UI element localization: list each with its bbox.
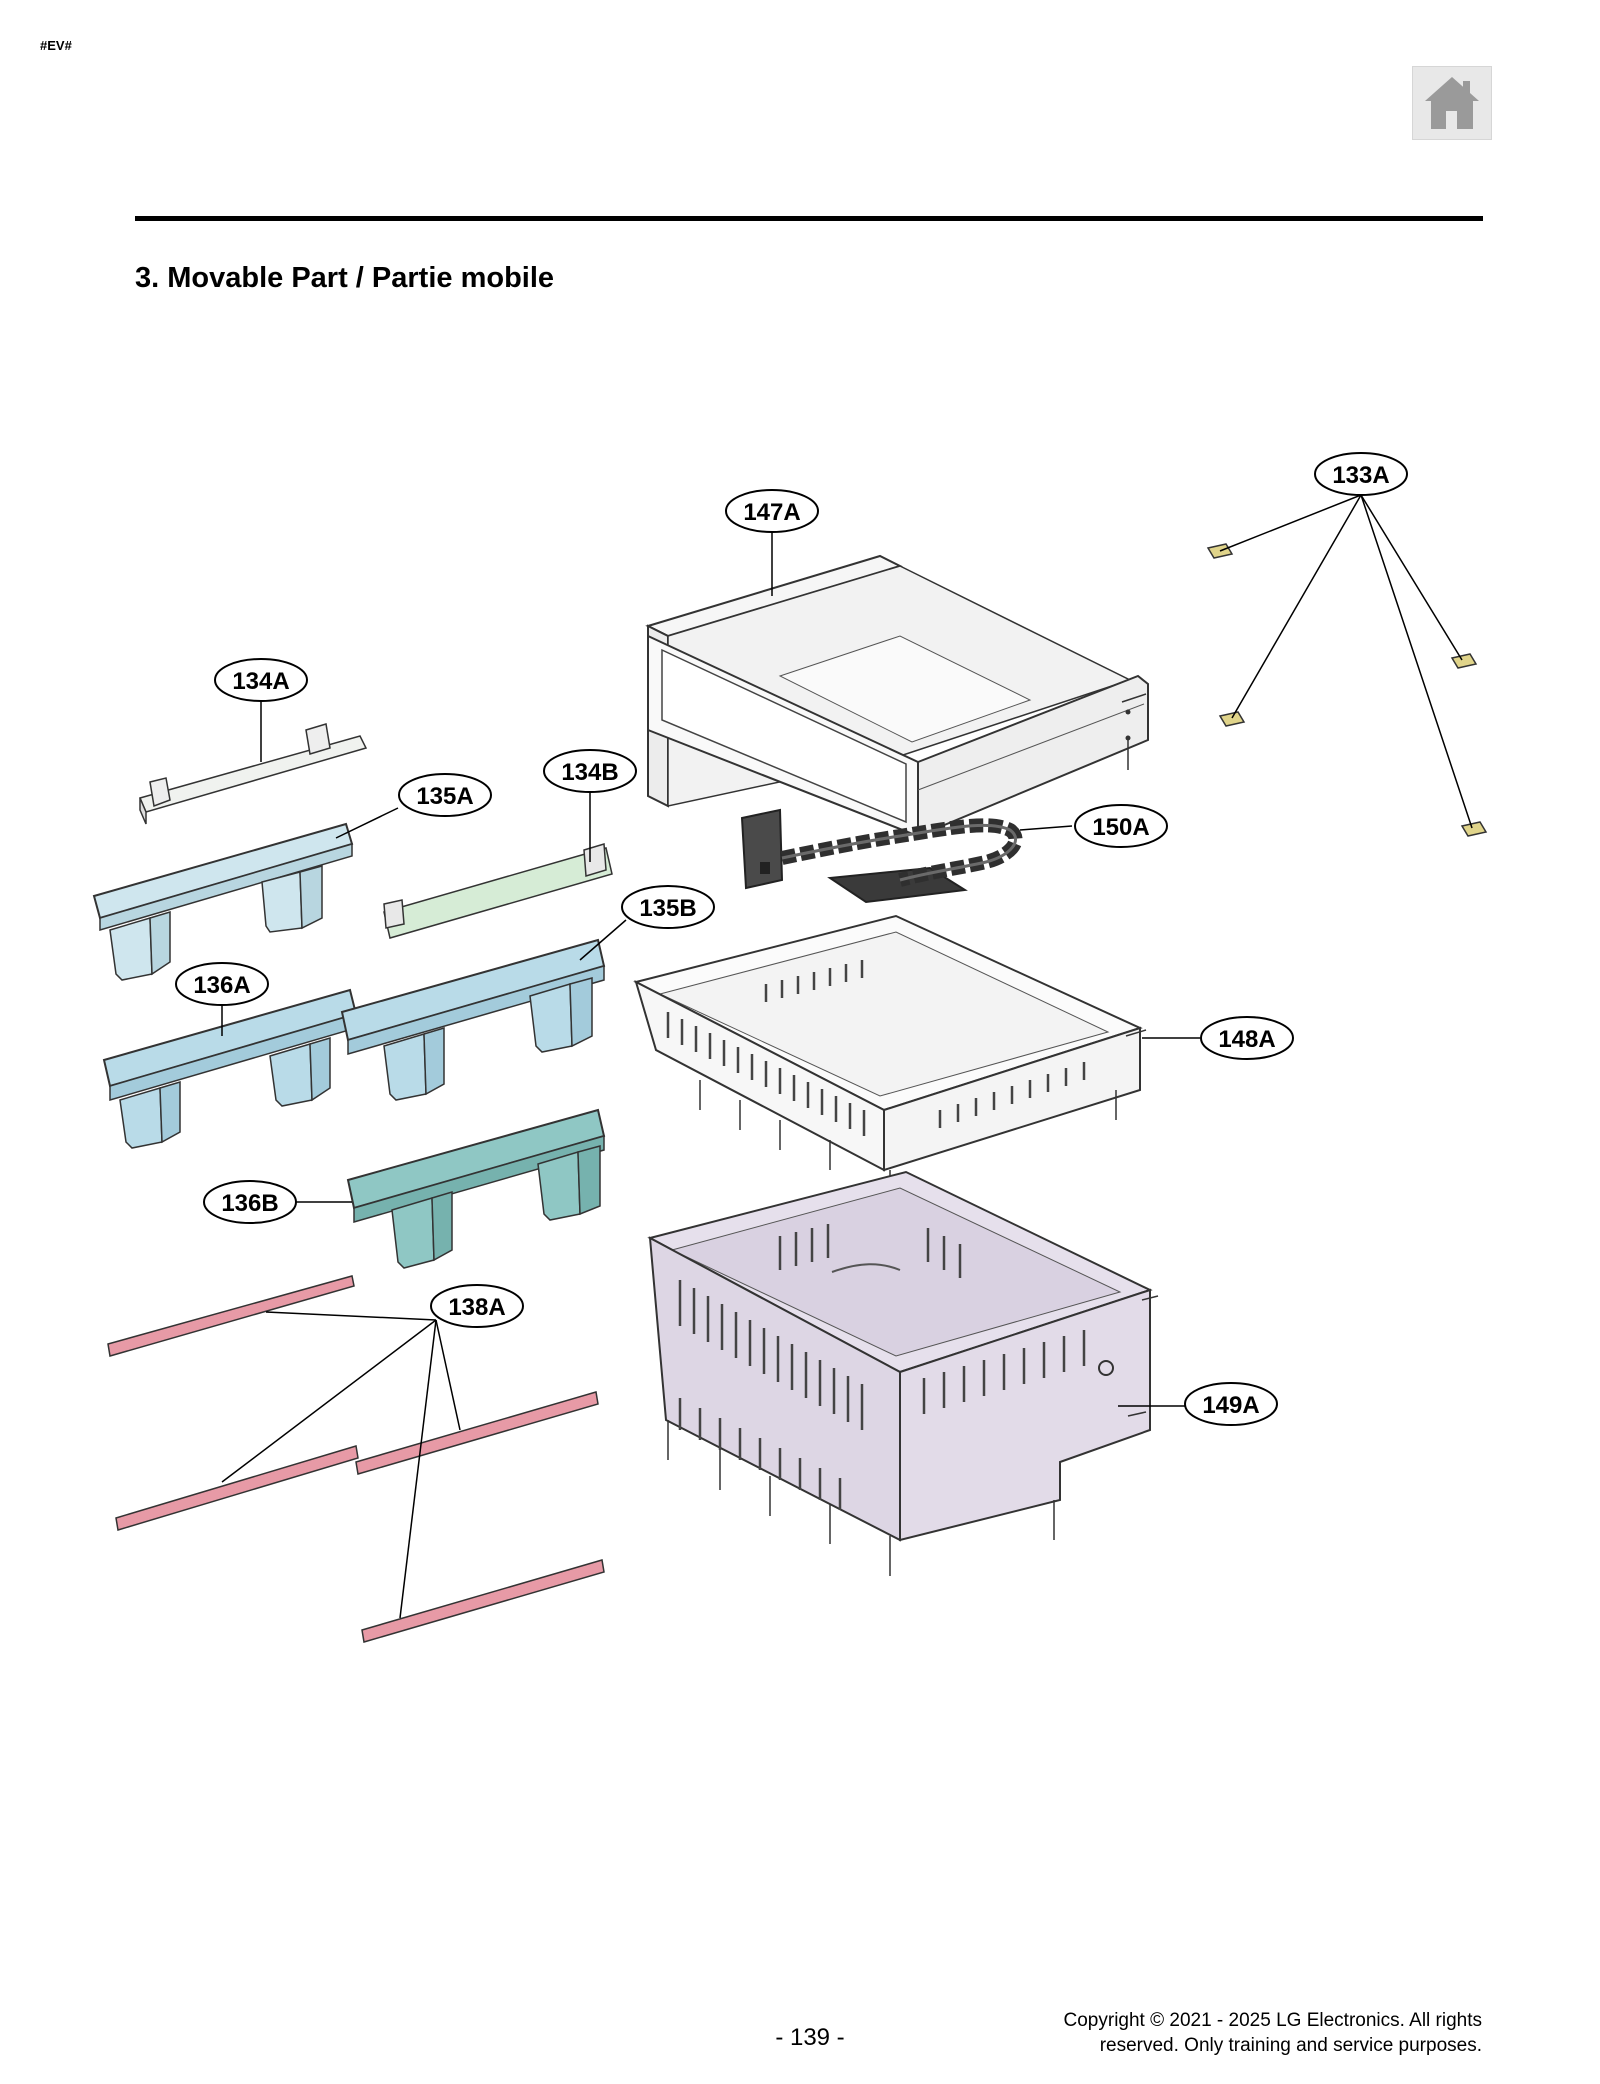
copyright-line-1: Copyright © 2021 - 2025 LG Electronics. … <box>1063 2010 1482 2031</box>
cable-chain-150A <box>740 808 1023 904</box>
callout-135A-label: 135A <box>416 783 473 810</box>
callout-134B-label: 134B <box>561 759 618 786</box>
callout-149A-label: 149A <box>1202 1392 1259 1419</box>
callout-149A: 149A <box>1184 1382 1278 1426</box>
header-rule <box>135 216 1483 221</box>
rail-136A <box>102 988 358 1149</box>
callout-150A-label: 150A <box>1092 814 1149 841</box>
rail-134A <box>138 723 368 825</box>
rail-135A <box>92 822 354 981</box>
copyright-notice: Copyright © 2021 - 2025 LG Electronics. … <box>1064 2008 1482 2058</box>
home-icon <box>1425 77 1479 129</box>
callout-135B: 135B <box>621 885 715 929</box>
callout-133A-label: 133A <box>1332 462 1389 489</box>
section-title: 3. Movable Part / Partie mobile <box>135 262 555 294</box>
callout-138A: 138A <box>430 1284 524 1328</box>
document-tag: #EV# <box>40 38 72 53</box>
callout-136A-label: 136A <box>193 972 250 999</box>
copyright-line-2: reserved. Only training and service purp… <box>1099 2035 1482 2056</box>
page-number: - 139 - <box>775 2024 845 2051</box>
callout-148A: 148A <box>1200 1016 1294 1060</box>
callout-133A: 133A <box>1314 452 1408 496</box>
rail-136B <box>346 1108 606 1269</box>
callout-134A-label: 134A <box>232 668 289 695</box>
callout-134A: 134A <box>214 658 308 702</box>
slides-138A <box>107 1275 605 1643</box>
callout-134B: 134B <box>543 749 637 793</box>
callout-136B: 136B <box>203 1180 297 1224</box>
callout-135A: 135A <box>398 773 492 817</box>
callout-147A: 147A <box>725 489 819 533</box>
drawer-147A <box>645 554 1149 838</box>
callout-136A: 136A <box>175 962 269 1006</box>
basket-149A <box>647 1170 1159 1576</box>
home-button[interactable] <box>1412 66 1492 140</box>
callout-150A: 150A <box>1074 804 1168 848</box>
callout-148A-label: 148A <box>1218 1026 1275 1053</box>
clips-133A <box>1206 543 1488 837</box>
leader-lines <box>221 494 1473 1619</box>
callout-147A-label: 147A <box>743 499 800 526</box>
basket-148A <box>633 914 1147 1200</box>
callout-138A-label: 138A <box>448 1294 505 1321</box>
callout-136B-label: 136B <box>221 1190 278 1217</box>
callout-135B-label: 135B <box>639 895 696 922</box>
rail-134B <box>383 843 613 939</box>
rail-135B <box>340 938 606 1101</box>
